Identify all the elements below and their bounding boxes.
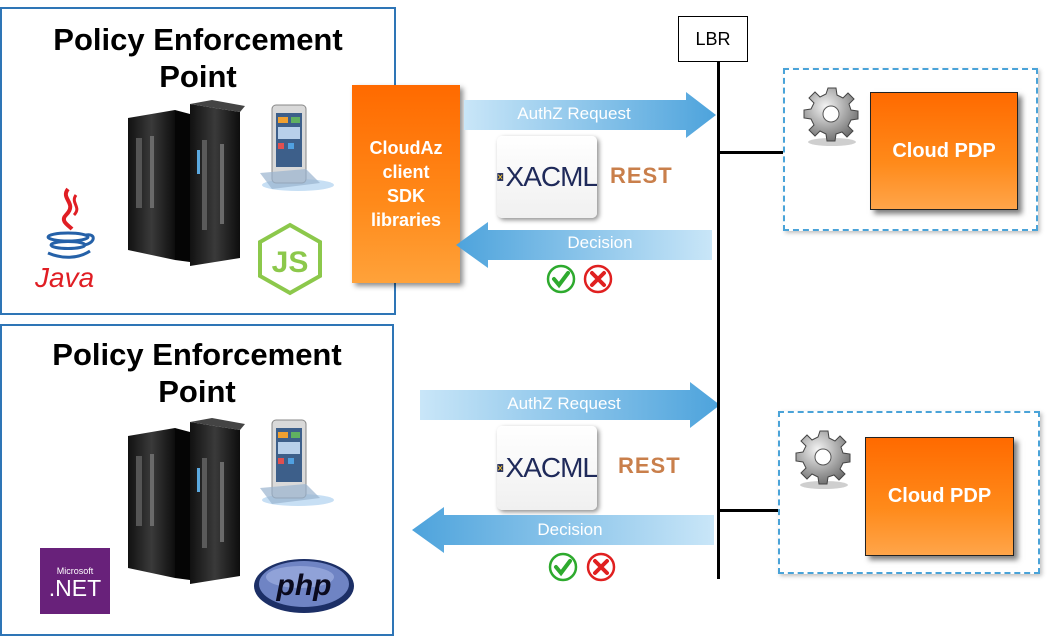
xacml-logo-icon: XACML <box>497 426 598 510</box>
dotnet-icon: Microsoft .NET <box>40 548 110 614</box>
authz-request-arrow-1 <box>464 92 716 138</box>
lbr-box: LBR <box>678 16 748 62</box>
decision-label-2: Decision <box>537 520 603 539</box>
xacml-logo-icon: XACML <box>497 136 598 218</box>
smartphone-icon <box>260 104 334 191</box>
decision-label-1: Decision <box>567 233 633 252</box>
pep-title-1: Policy Enforcement Point <box>2 21 394 95</box>
java-icon <box>46 187 95 259</box>
pep-title-line1: Policy Enforcement <box>52 337 342 372</box>
decision-arrow-2 <box>412 507 714 553</box>
check-icon <box>548 552 578 582</box>
authz-request-label-2: AuthZ Request <box>507 394 621 413</box>
svg-text:JS: JS <box>272 246 309 279</box>
pep-title-line2: Point <box>158 374 236 409</box>
lbr-label: LBR <box>695 28 731 49</box>
server-icon <box>128 100 245 266</box>
smartphone-icon <box>260 419 334 506</box>
lbr-connector-2 <box>720 509 780 512</box>
cloud-pdp-box-2: Cloud PDP <box>865 437 1014 556</box>
cross-icon <box>586 552 616 582</box>
nodejs-icon: JS <box>258 222 322 296</box>
pep-title-line1: Policy Enforcement <box>53 22 343 57</box>
gear-icon <box>803 87 859 146</box>
cloud-pdp-box-1: Cloud PDP <box>870 92 1018 210</box>
decision-arrow-1 <box>456 222 712 268</box>
sdk-line4: libraries <box>370 210 442 230</box>
check-icon <box>546 264 576 294</box>
cross-icon <box>583 264 613 294</box>
dotnet-label: .NET <box>48 575 102 601</box>
lbr-connector-1 <box>720 151 784 154</box>
xacml-label: XACML <box>505 161 598 192</box>
php-icon: php <box>254 559 354 613</box>
authz-request-label-1: AuthZ Request <box>517 104 631 123</box>
sdk-line2: client <box>382 162 430 182</box>
gear-icon <box>795 430 851 489</box>
pep-title-line2: Point <box>159 59 237 94</box>
php-label: php <box>276 569 332 602</box>
lbr-bus-line <box>717 62 720 579</box>
sdk-line1: CloudAz <box>369 138 443 158</box>
rest-label-1: REST <box>610 163 673 188</box>
java-label: Java <box>35 262 95 293</box>
authz-request-arrow-2 <box>420 382 720 428</box>
sdk-libraries-box: CloudAz client SDK libraries <box>352 85 460 283</box>
xacml-label: XACML <box>505 452 598 483</box>
sdk-line3: SDK <box>386 186 425 206</box>
rest-label-2: REST <box>618 453 681 478</box>
sdk-label: CloudAz client SDK libraries <box>366 136 447 232</box>
pep-title-2: Policy Enforcement Point <box>2 336 392 410</box>
cloud-pdp-label: Cloud PDP <box>887 485 992 507</box>
server-icon <box>128 418 245 584</box>
cloud-pdp-label: Cloud PDP <box>892 139 996 162</box>
dotnet-small-label: Microsoft <box>56 566 94 576</box>
